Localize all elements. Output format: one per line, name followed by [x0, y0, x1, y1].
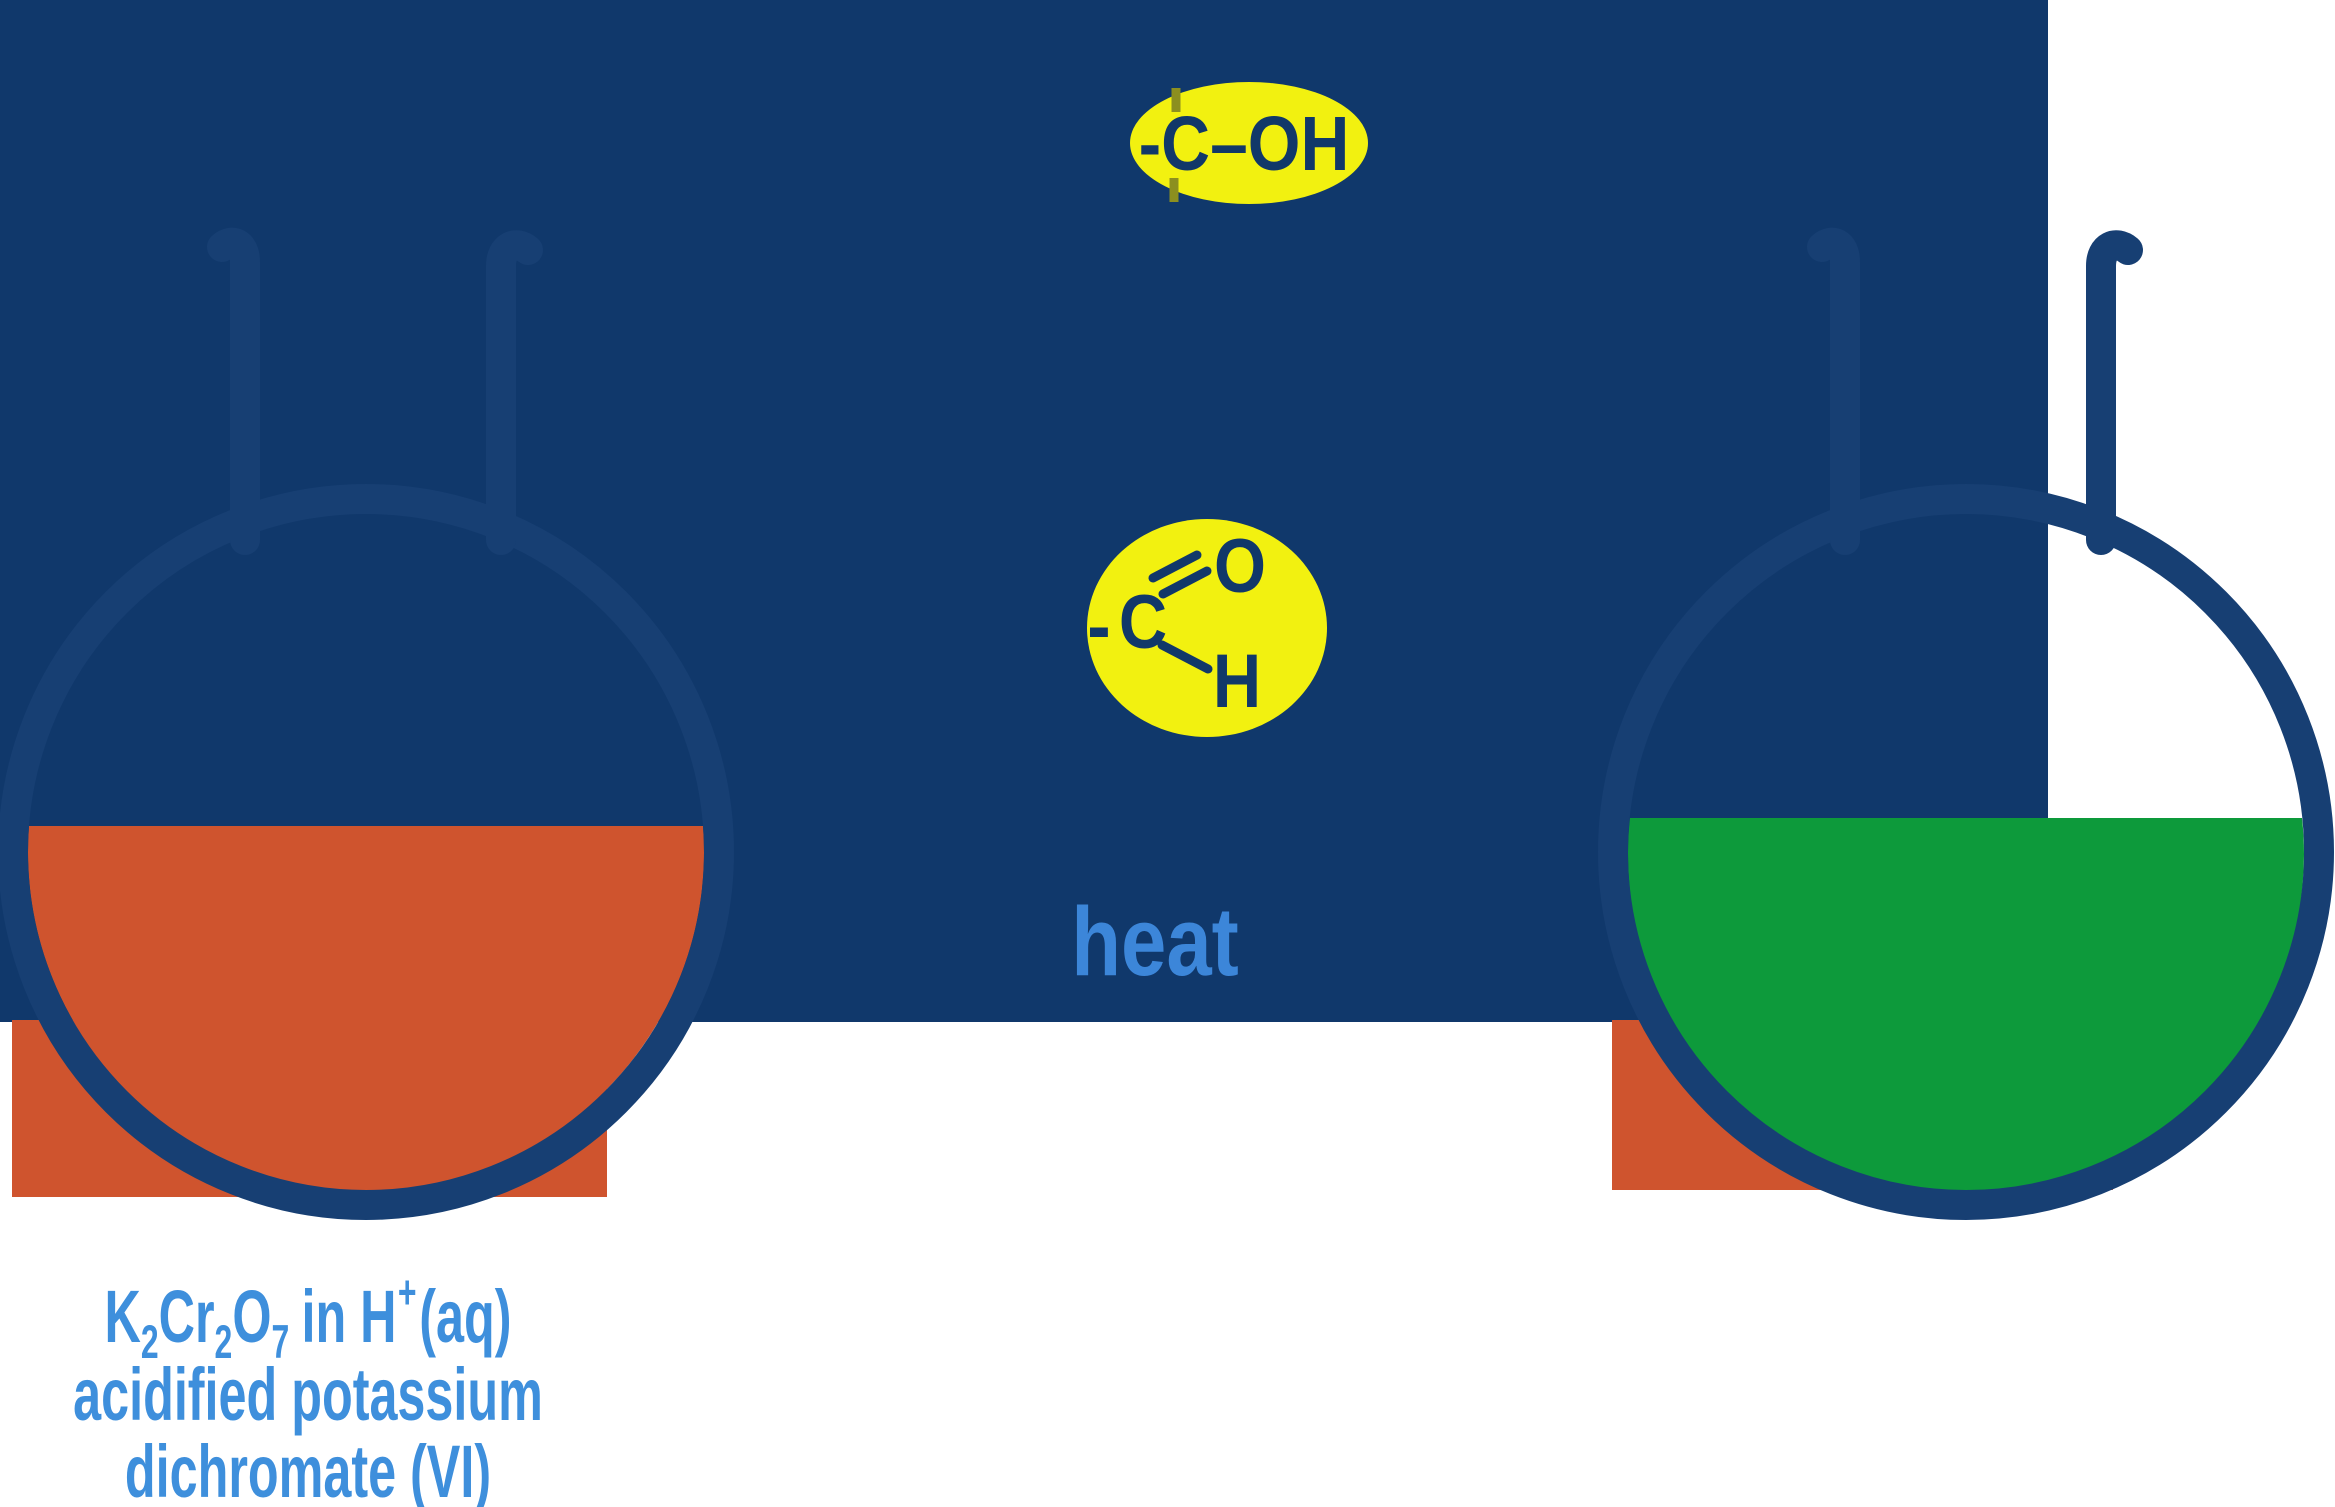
- aldehyde-hydrogen-label: H: [1213, 639, 1261, 724]
- right-flask-neck-left: [1807, 227, 1860, 555]
- aldehyde-single-bond-icon: [1157, 640, 1213, 674]
- alcohol-highlight: -C–OH: [1130, 82, 1368, 204]
- right-flask-liquid: [1628, 818, 2304, 1193]
- left-flask-bulb-outline: [0, 484, 734, 1220]
- heat-label: heat: [1071, 887, 1239, 995]
- left-flask-liquid: [27, 826, 704, 1190]
- right-flask: [1598, 227, 2334, 1220]
- right-flask-bulb-outline: [1598, 484, 2334, 1220]
- left-flask-neck-right: [486, 230, 543, 555]
- aldehyde-highlight: - C O H: [1087, 519, 1327, 737]
- caption-line-3: dichromate (VI): [125, 1432, 491, 1507]
- caption-line-2: acidified potassium: [73, 1355, 543, 1437]
- alcohol-group-label: -C–OH: [1139, 101, 1350, 187]
- aldehyde-oxygen-label: O: [1214, 524, 1266, 609]
- left-flask-neck-left: [207, 227, 260, 555]
- left-flask: [0, 227, 734, 1220]
- aldehyde-double-bond-icon: [1148, 550, 1212, 599]
- aldehyde-highlight-circle: [1087, 519, 1327, 737]
- right-flask-neck-right: [2086, 230, 2143, 555]
- aldehyde-bond-dash: -: [1087, 581, 1110, 670]
- alcohol-highlight-ellipse: [1130, 82, 1368, 204]
